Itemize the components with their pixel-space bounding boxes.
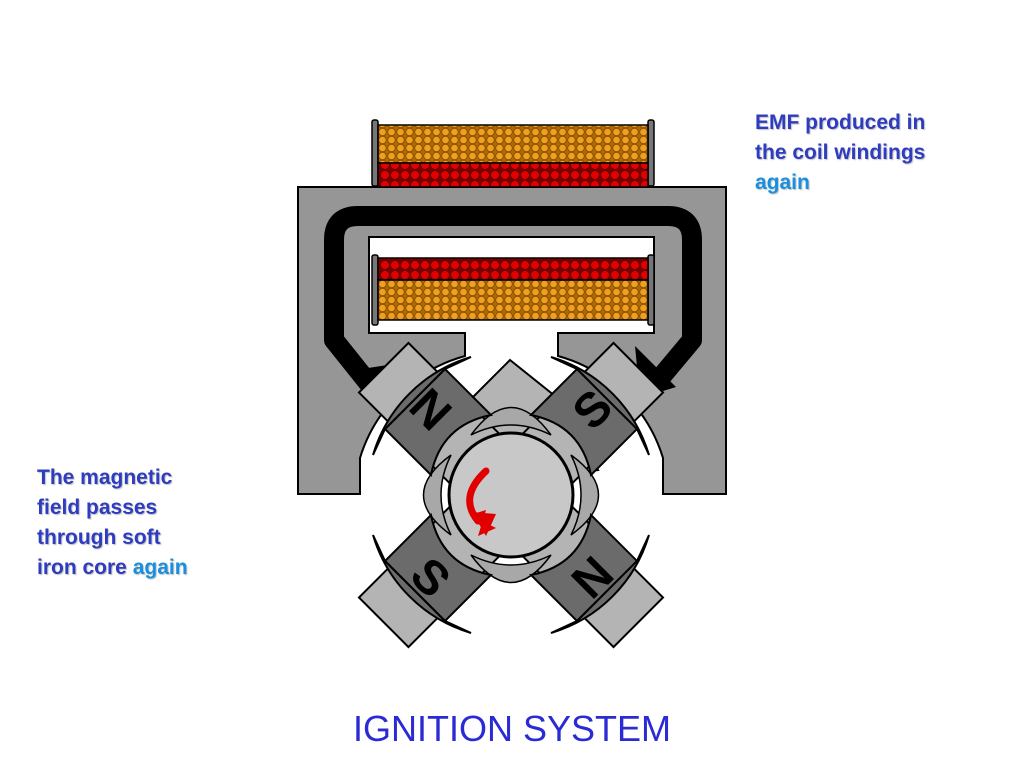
rotating-magnet: [357, 341, 665, 649]
curved-arrow-icon: [466, 467, 496, 536]
field-annotation-line3: through soft: [37, 526, 161, 549]
field-annotation-line4: iron core: [37, 556, 133, 579]
page-title: IGNITION SYSTEM: [352, 708, 672, 749]
coil-winding-lower: [371, 254, 655, 326]
emf-annotation-line1: EMF produced in: [755, 111, 926, 134]
field-annotation-line2: field passes: [37, 496, 158, 519]
coil-winding-upper: [371, 119, 655, 188]
emf-annotation-line2: the coil windings: [755, 141, 926, 164]
field-annotation-highlight: again: [132, 556, 188, 579]
emf-annotation: EMF produced in the coil windings again: [755, 108, 995, 198]
flux-path: [324, 206, 702, 402]
magnetic-field-annotation: The magnetic field passes through soft i…: [37, 463, 267, 583]
field-annotation-line1: The magnetic: [37, 466, 173, 489]
emf-annotation-highlight: again: [755, 171, 810, 194]
